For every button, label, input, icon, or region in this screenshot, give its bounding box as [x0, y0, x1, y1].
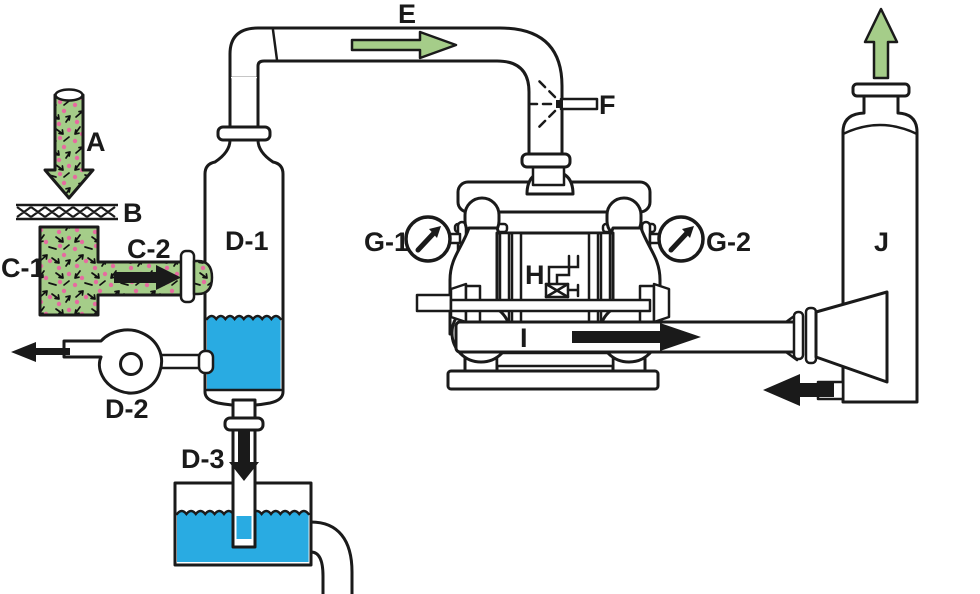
- nozzle-orifice: [556, 100, 563, 108]
- label-c1: C-1: [1, 253, 45, 283]
- pump-shaft: [449, 298, 652, 313]
- label-h: H: [525, 260, 545, 290]
- pump-base: [446, 369, 660, 391]
- label-d1: D-1: [225, 226, 269, 256]
- inlet-funnel: [814, 290, 889, 384]
- funnel-flange-1: [792, 310, 805, 361]
- label-b: B: [123, 198, 143, 228]
- drain-flange: [223, 416, 265, 432]
- flow-arrow-e: [350, 30, 458, 60]
- pressure-gauge-g1: [404, 215, 452, 263]
- drain-d3-and-tank: [173, 398, 354, 594]
- duct-flange: [179, 249, 196, 304]
- separator-vessel-d1: [203, 77, 285, 407]
- label-j: J: [874, 227, 889, 257]
- discharge-arrow-i: [572, 323, 701, 351]
- inlet-flange: [520, 152, 572, 169]
- label-f: F: [599, 90, 616, 120]
- exhaust-arrow-left: [11, 342, 70, 362]
- dip-tube-liquid: [236, 516, 252, 539]
- coupling-right: [652, 282, 671, 324]
- spray-nozzle-f: [529, 76, 599, 132]
- label-g2: G-2: [706, 227, 751, 257]
- return-arrow-left: [763, 374, 834, 406]
- separator-liquid: [207, 316, 281, 390]
- inlet-tube-mouth: [54, 88, 84, 102]
- gauge-needle-icon: [668, 231, 689, 253]
- inlet-duct-group: [16, 88, 214, 317]
- overhead-pipe-e: [228, 26, 564, 159]
- label-c2: C-2: [127, 234, 171, 264]
- drain-arrow: [229, 431, 259, 481]
- shaft-stub: [415, 293, 453, 313]
- duct-capsule-c2: [192, 259, 214, 296]
- vessel-j-flange: [851, 82, 911, 98]
- tank-outlet-pipe: [309, 520, 354, 594]
- pump-pedestal: [495, 351, 615, 368]
- label-i: I: [520, 323, 528, 353]
- valve-h: [544, 254, 580, 299]
- label-d3: D-3: [181, 444, 225, 474]
- nozzle-fitting: [559, 97, 599, 111]
- flow-arrow-c2: [114, 265, 181, 290]
- flange: [216, 125, 272, 142]
- inlet-pipe: [531, 164, 566, 187]
- gauge-needle-icon: [415, 231, 436, 253]
- label-e: E: [398, 0, 416, 29]
- blower-hub: [119, 352, 143, 376]
- label-a: A: [86, 127, 106, 157]
- blower-d2: [11, 328, 215, 395]
- label-g1: G-1: [364, 227, 409, 257]
- blower-volute: [62, 328, 164, 395]
- liquid-surface: [205, 314, 282, 322]
- label-d2: D-2: [105, 394, 149, 424]
- labels: A B C-1 C-2 D-1 D-2 D-3 E F G-1 G-2 H I …: [1, 0, 889, 474]
- spray-line: [534, 76, 557, 99]
- elbow-joint-line: [271, 28, 279, 62]
- pipe-capsule-end: [197, 349, 215, 375]
- discharge-separator-j: [763, 7, 919, 406]
- pressure-gauge-g2: [657, 215, 705, 263]
- mesh-screen-b: [16, 203, 118, 221]
- inlet-flow-arrow-a: [43, 93, 95, 200]
- exhaust-arrow-up: [863, 7, 899, 80]
- vacuum-pump-assembly: [404, 152, 800, 391]
- spray-line: [534, 109, 557, 132]
